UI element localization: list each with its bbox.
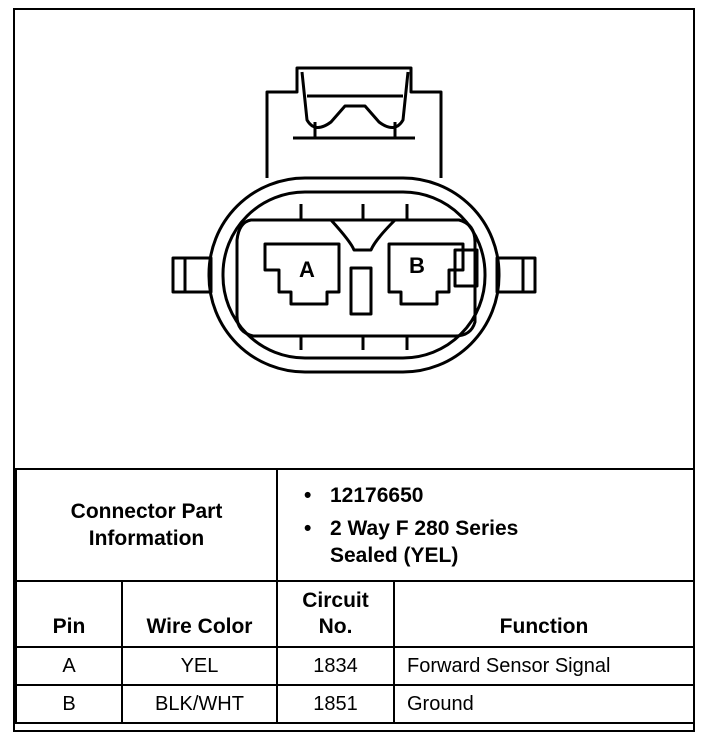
bullet-icon: • — [304, 516, 312, 540]
row-b-pin: B — [15, 684, 123, 724]
header-function: Function — [393, 580, 695, 648]
right-ear — [495, 256, 537, 294]
pin-b-label: B — [409, 253, 425, 278]
part-number: 12176650 — [330, 483, 424, 507]
left-ear — [171, 256, 213, 294]
row-b-wire-color: BLK/WHT — [121, 684, 278, 724]
part-info-label-line1: Connector Part — [70, 500, 223, 523]
connector-info-table: Connector Part Information • 12176650 • … — [15, 468, 695, 724]
pin-a-terminal — [263, 242, 341, 306]
table-row: B BLK/WHT 1851 Ground — [15, 684, 695, 724]
part-info-values: • 12176650 • 2 Way F 280 Series Sealed (… — [276, 468, 695, 582]
description-item: • 2 Way F 280 Series Sealed (YEL) — [304, 515, 693, 569]
header-row: Pin Wire Color Circuit No. Function — [15, 580, 695, 648]
row-a-function: Forward Sensor Signal — [393, 646, 695, 686]
row-b-function: Ground — [393, 684, 695, 724]
table-row: A YEL 1834 Forward Sensor Signal — [15, 646, 695, 686]
pin-a-label: A — [299, 257, 315, 282]
center-key — [349, 266, 373, 316]
row-a-pin: A — [15, 646, 123, 686]
part-info-row: Connector Part Information • 12176650 • … — [15, 468, 695, 582]
bullet-icon: • — [304, 483, 312, 507]
header-wire-color: Wire Color — [121, 580, 278, 648]
cavity-region — [235, 218, 477, 338]
header-circuit-line1: Circuit — [302, 589, 369, 612]
header-circuit-line2: No. — [318, 615, 353, 638]
description-line2: Sealed (YEL) — [330, 543, 459, 567]
housing-outer — [207, 176, 501, 374]
part-number-item: • 12176650 — [304, 482, 693, 509]
header-circuit: Circuit No. — [276, 580, 395, 648]
pin-b-terminal — [387, 242, 465, 306]
diagram-frame: A B Connector Part Information • 1217665… — [13, 8, 695, 732]
housing-inner — [221, 190, 487, 360]
part-info-label: Connector Part Information — [15, 468, 278, 582]
header-pin: Pin — [15, 580, 123, 648]
row-a-circuit: 1834 — [276, 646, 395, 686]
row-b-circuit: 1851 — [276, 684, 395, 724]
description-line1: 2 Way F 280 Series — [330, 516, 519, 540]
connector-face-svg: A B — [171, 66, 537, 374]
connector-drawing: A B — [15, 10, 693, 468]
row-a-wire-color: YEL — [121, 646, 278, 686]
part-info-label-line2: Information — [88, 527, 205, 550]
locking-tab — [265, 66, 443, 178]
